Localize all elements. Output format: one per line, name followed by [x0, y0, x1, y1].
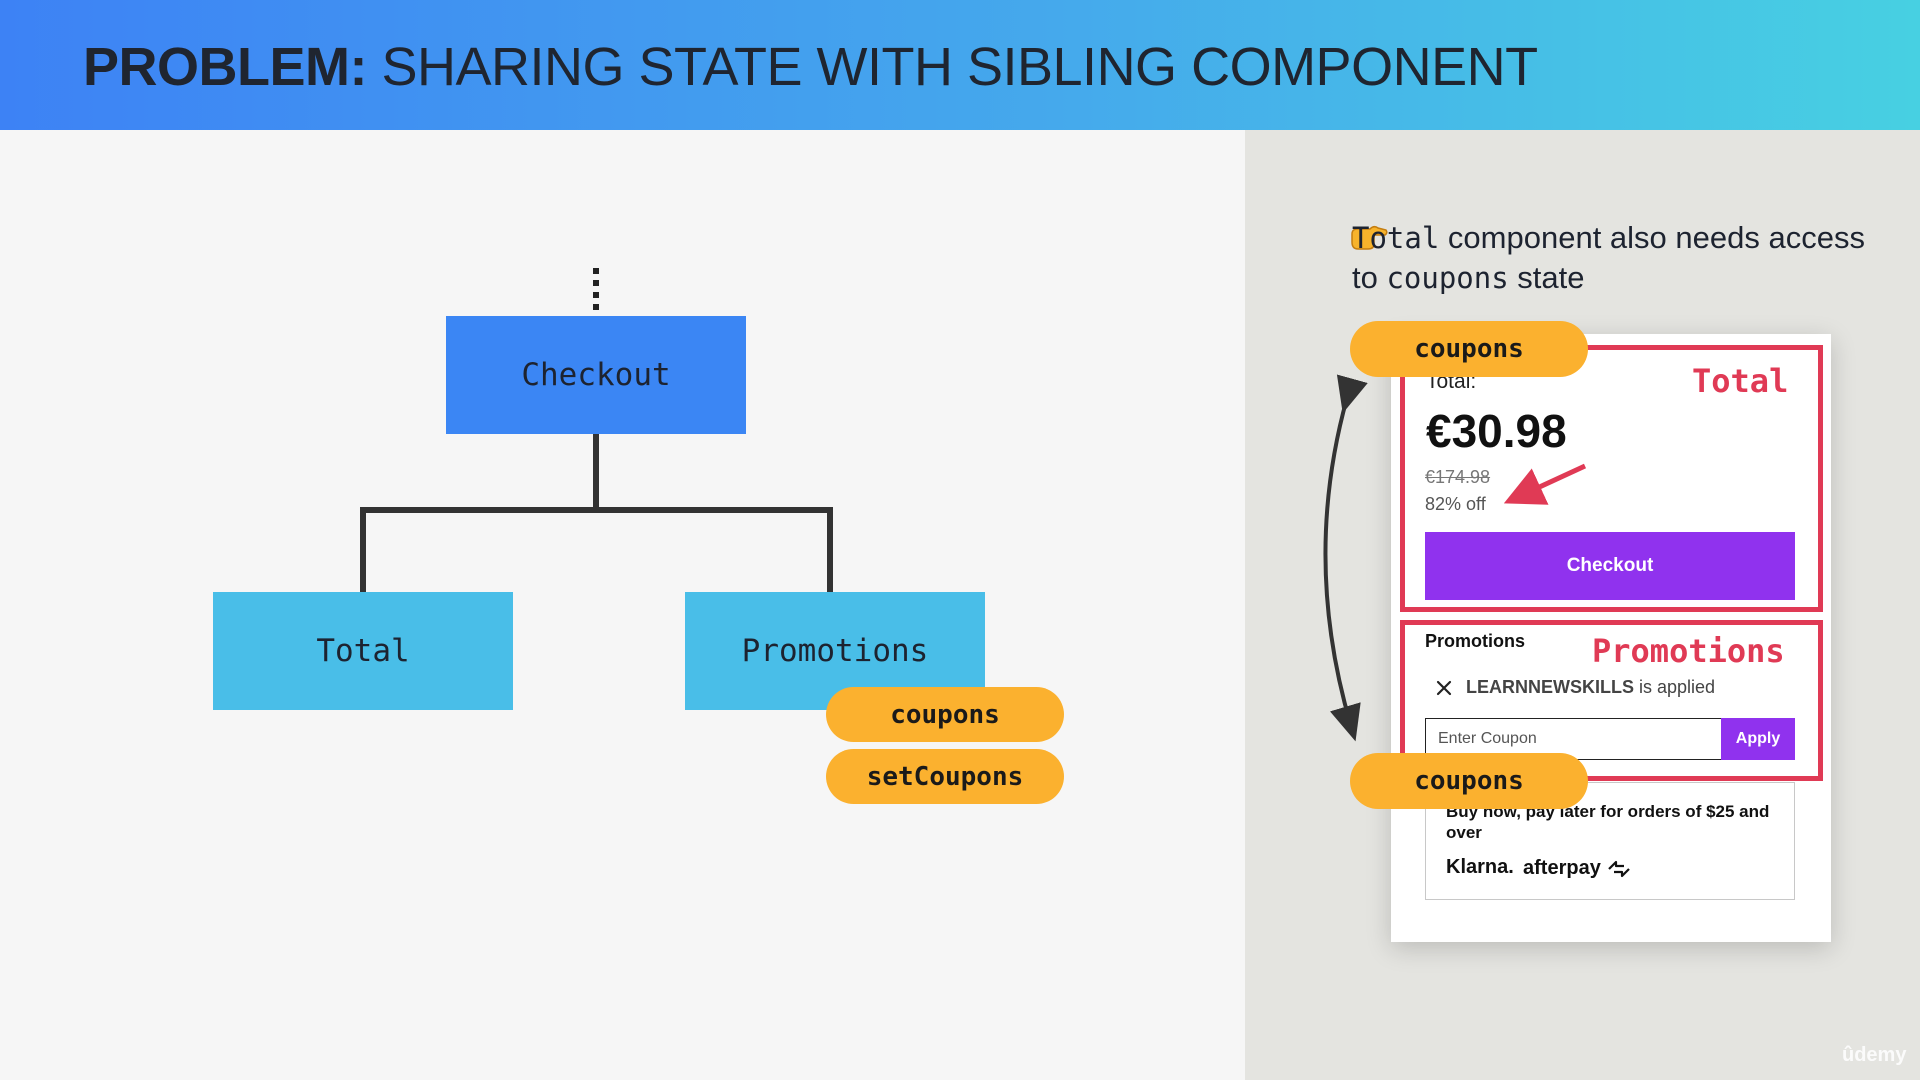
note-text-part-2: state [1508, 260, 1585, 295]
apply-coupon-button[interactable]: Apply [1721, 718, 1795, 760]
checkout-button[interactable]: Checkout [1425, 532, 1795, 600]
bnpl-box [1425, 782, 1795, 900]
total-price: €30.98 [1426, 405, 1567, 457]
discount-pointer-arrow [1503, 463, 1587, 505]
discount-percent: 82% off [1425, 494, 1486, 514]
udemy-watermark: ûdemy [1842, 1044, 1907, 1066]
coupons-state-pill: coupons [826, 687, 1064, 742]
bidirectional-arrow [1323, 374, 1368, 742]
coupons-pill-total: coupons [1350, 321, 1588, 377]
total-frame-label: Total [1692, 362, 1789, 400]
checkout-card [1391, 334, 1831, 942]
afterpay-logo: afterpay [1523, 857, 1601, 879]
applied-coupon-suffix: is applied [1634, 677, 1716, 697]
tree-branch-lines-right [596, 507, 833, 592]
slide-title-rest: SHARING STATE WITH SIBLING COMPONENT [366, 37, 1538, 97]
note-text-part-1: component also needs access to [1352, 220, 1865, 295]
promotions-heading: Promotions [1425, 631, 1526, 651]
slide-title-strong: PROBLEM: [83, 37, 367, 97]
applied-coupon-text: LEARNNEWSKILLS is applied [1466, 677, 1715, 698]
total-component-frame [1400, 345, 1823, 612]
afterpay-arrows-icon [1608, 860, 1630, 878]
original-price: €174.98 [1425, 467, 1491, 487]
note-text: Total component also needs access to cou… [1352, 218, 1872, 298]
total-node: Total [213, 592, 513, 710]
header-banner: PROBLEM: SHARING STATE WITH SIBLING COMP… [0, 0, 1920, 130]
pointing-hand-icon [1351, 225, 1388, 250]
diagram-panel [0, 130, 1245, 1080]
promotions-component-frame [1400, 620, 1823, 781]
remove-coupon-icon[interactable] [1436, 680, 1452, 696]
checkout-node: Checkout [446, 316, 746, 434]
note-mono-total: Total [1352, 221, 1440, 255]
coupons-pill-promotions: coupons [1350, 753, 1588, 809]
klarna-logo: Klarna. [1446, 856, 1514, 878]
set-coupons-pill: setCoupons [826, 749, 1064, 804]
tree-branch-lines [360, 434, 599, 592]
promotions-frame-label: Promotions [1592, 632, 1785, 670]
note-mono-coupons: coupons [1386, 261, 1509, 295]
slide-title: PROBLEM: SHARING STATE WITH SIBLING COMP… [83, 36, 1538, 98]
applied-coupon-code: LEARNNEWSKILLS [1466, 677, 1634, 697]
